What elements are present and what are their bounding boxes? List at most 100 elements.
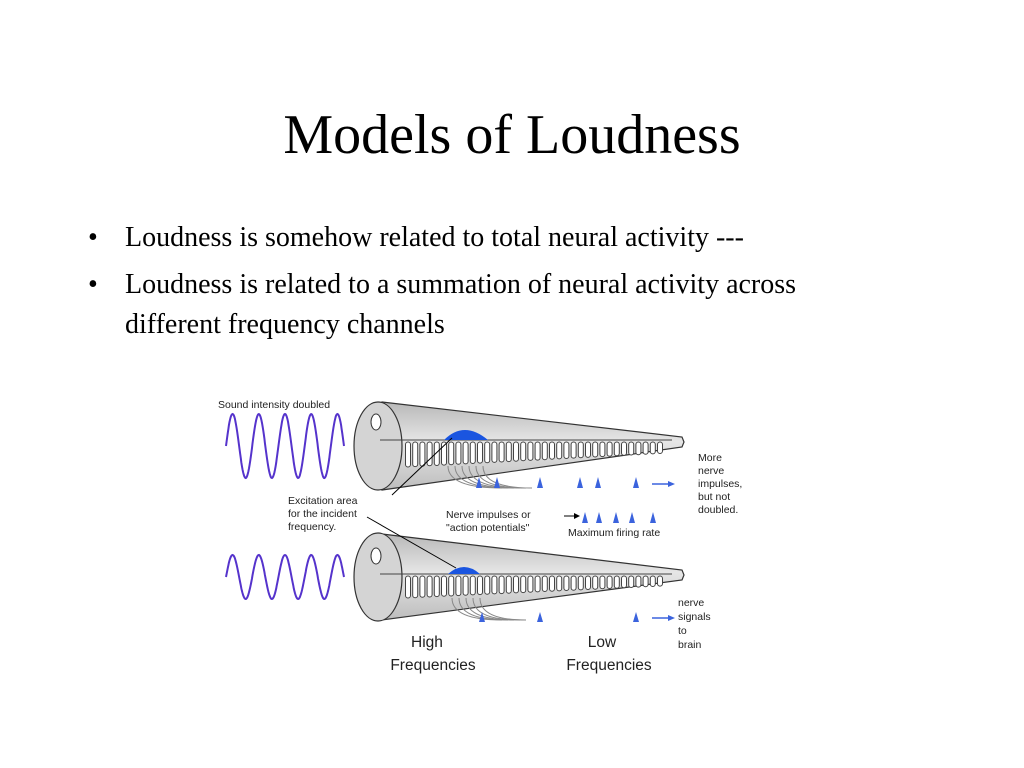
hair-cell	[426, 575, 433, 598]
hair-cell	[606, 441, 613, 457]
bullet-list: • Loudness is somehow related to total n…	[85, 218, 885, 352]
bullet-marker: •	[88, 269, 98, 300]
hair-cell	[462, 575, 469, 596]
nerve-impulse	[633, 612, 639, 622]
cochlea-loudness-diagram: Sound intensity doubled Excitation area …	[218, 399, 742, 674]
sound-intensity-label: Sound intensity doubled	[218, 399, 330, 411]
hair-cell	[549, 441, 555, 460]
hair-cell	[513, 575, 519, 594]
signals-label-2: signals	[678, 611, 711, 623]
signals-label-3: to	[678, 625, 687, 637]
bullet-marker: •	[88, 222, 98, 253]
hair-cell	[462, 441, 469, 465]
hair-cell	[527, 441, 534, 461]
hair-cell	[599, 575, 606, 590]
nerve-impulse	[537, 612, 543, 622]
hair-cell	[534, 441, 541, 461]
nerve-impulse	[650, 512, 656, 523]
hair-cell	[541, 441, 548, 461]
hair-cell	[642, 575, 649, 588]
hair-cell	[563, 575, 570, 591]
hair-cell	[534, 575, 541, 593]
nerve-impulse	[633, 477, 639, 488]
high-frequencies-label-1: High	[411, 634, 443, 651]
hair-cell	[498, 441, 505, 463]
hair-cell	[419, 441, 426, 467]
nerve-impulse	[479, 612, 485, 622]
hair-cell	[556, 441, 563, 460]
hair-cell	[549, 575, 555, 592]
hair-cell	[491, 575, 498, 595]
cochlea-top	[353, 401, 685, 491]
hair-cell	[657, 575, 663, 587]
nerve-impulse	[582, 512, 588, 523]
hair-cell	[513, 441, 519, 462]
hair-cell	[405, 575, 411, 599]
hair-cell	[448, 441, 455, 466]
hair-cell	[477, 441, 483, 464]
hair-cell	[469, 575, 476, 596]
bullet-text: Loudness is somehow related to total neu…	[125, 222, 744, 253]
excitation-area-top	[444, 430, 488, 440]
nerve-impulse	[613, 512, 619, 523]
nerve-impulse	[494, 477, 500, 488]
hair-cell	[541, 575, 548, 592]
hair-cell	[621, 441, 627, 456]
high-frequencies-label-2: Frequencies	[390, 657, 476, 674]
nerve-impulses-label-1: Nerve impulses or	[446, 509, 531, 521]
more-label-3: impulses,	[698, 478, 742, 490]
hair-cell	[412, 441, 419, 468]
hair-cell	[448, 575, 455, 597]
sound-wave-bottom	[225, 553, 345, 601]
hair-cell	[570, 441, 577, 459]
hair-cell	[599, 441, 606, 458]
excitation-label-3: frequency.	[288, 521, 336, 533]
hair-cell	[484, 575, 491, 595]
nerve-impulse	[629, 512, 635, 523]
hair-cell	[621, 575, 627, 589]
hair-cell	[505, 441, 512, 463]
nerve-impulse	[596, 512, 602, 523]
hair-cell	[642, 441, 649, 455]
hair-cell	[649, 441, 656, 455]
more-label-2: nerve	[698, 465, 724, 477]
hair-cell	[657, 441, 663, 454]
hair-cell	[441, 441, 447, 466]
hair-cell	[484, 441, 491, 464]
signals-label-1: nerve	[678, 597, 704, 609]
nerve-impulse	[595, 477, 601, 488]
hair-cell	[563, 441, 570, 459]
hair-cell	[585, 575, 591, 590]
hair-cell	[628, 575, 635, 588]
hair-cell	[613, 441, 620, 457]
hair-cell	[556, 575, 563, 592]
hair-cell	[419, 575, 426, 598]
hair-cell	[520, 441, 527, 462]
nerve-fiber	[482, 465, 533, 489]
hair-cell	[577, 575, 584, 591]
more-label-4: but not	[698, 491, 730, 503]
hair-cell	[570, 575, 577, 591]
low-frequencies-label-2: Frequencies	[566, 657, 652, 674]
nerve-impulse	[537, 477, 543, 488]
hair-cell	[412, 575, 419, 599]
slide-title: Models of Loudness	[283, 104, 741, 166]
max-firing-rate-row	[564, 512, 656, 523]
nerve-fiber	[479, 597, 527, 621]
excitation-label-2: for the incident	[288, 508, 357, 520]
hair-cell	[441, 575, 447, 597]
bullet-item: • Loudness is related to a summation of …	[85, 265, 885, 345]
hair-cell	[606, 575, 613, 589]
nerve-impulse	[577, 477, 583, 488]
hair-cell	[498, 575, 505, 595]
pointer-top	[391, 437, 453, 496]
more-label-1: More	[698, 452, 722, 464]
hair-cell	[613, 575, 620, 589]
hair-cell	[433, 441, 440, 466]
sound-wave-top	[225, 412, 345, 480]
excitation-area-bottom	[448, 567, 480, 574]
hair-cell	[592, 441, 599, 458]
hair-cell	[505, 575, 512, 594]
hair-cell	[635, 441, 642, 456]
hair-cell	[577, 441, 584, 459]
